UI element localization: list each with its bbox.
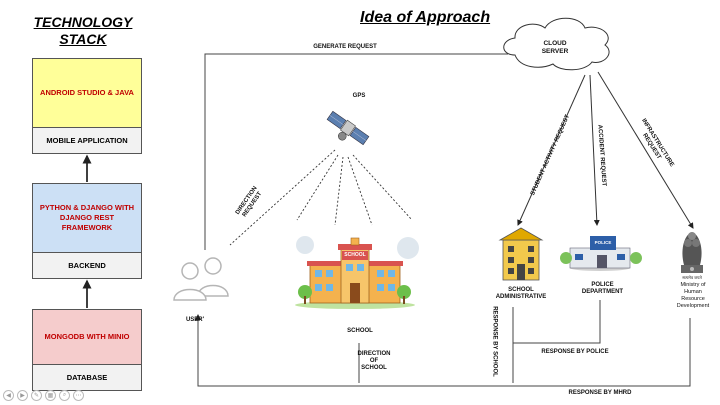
stack-title: TECHNOLOGY STACK bbox=[18, 14, 148, 48]
stack-title-line1: TECHNOLOGY bbox=[33, 14, 133, 30]
gps-label: GPS bbox=[352, 93, 366, 99]
zoom-icon[interactable]: ⌕ bbox=[59, 389, 70, 401]
more-options-icon[interactable]: ⋯ bbox=[73, 389, 84, 401]
direction-of-school-line2: OF bbox=[369, 358, 379, 364]
gps-signal-lines bbox=[229, 149, 413, 246]
police-dept-line2: DEPARTMENT bbox=[581, 289, 624, 295]
diagram-title: Idea of Approach bbox=[360, 9, 491, 26]
ministry-label: Ministry of Human Resource Development bbox=[668, 282, 718, 310]
mobile-stack-box: ANDROID STUDIO & JAVA MOBILE APPLICATION bbox=[32, 58, 142, 154]
next-slide-icon[interactable]: ▶ bbox=[17, 389, 28, 401]
school-admin-label: SCHOOL ADMINISTRATIVE bbox=[490, 287, 552, 301]
infrastructure-request-arrow bbox=[597, 71, 694, 229]
database-stack-layer: DATABASE bbox=[33, 364, 141, 390]
satellite-icon bbox=[326, 110, 370, 146]
cloud-icon bbox=[503, 17, 610, 71]
direction-of-school-line3: SCHOOL bbox=[361, 365, 387, 371]
school-admin-line2: ADMINISTRATIVE bbox=[495, 294, 547, 300]
direction-of-school-label: DIRECTION OF SCHOOL bbox=[354, 351, 394, 372]
mobile-stack-tech: ANDROID STUDIO & JAVA bbox=[33, 59, 141, 127]
school-admin-line1: SCHOOL bbox=[508, 287, 534, 293]
school-label: SCHOOL bbox=[347, 328, 373, 334]
police-dept-label: POLICE DEPARTMENT bbox=[575, 282, 630, 296]
generate-request-label: GENERATE REQUEST bbox=[313, 44, 377, 50]
school-sign-text: SCHOOL bbox=[344, 252, 366, 258]
ministry-line4: Development bbox=[676, 303, 710, 309]
school-building-icon bbox=[295, 236, 419, 309]
generate-request-line bbox=[204, 53, 508, 250]
cloud-server-label: CLOUD SERVER bbox=[530, 40, 580, 56]
ministry-line2: Human bbox=[684, 289, 702, 295]
backend-stack-layer: BACKEND bbox=[33, 252, 141, 278]
previous-slide-icon[interactable]: ◀ bbox=[3, 389, 14, 401]
cloud-label-line2: SERVER bbox=[541, 48, 569, 55]
presentation-controls: ◀ ▶ ✎ ▦ ⌕ ⋯ bbox=[0, 385, 123, 405]
emblem-motto: सत्यमेव जयते bbox=[682, 275, 702, 280]
ministry-line3: Resource bbox=[681, 296, 705, 302]
student-activity-request-arrow bbox=[517, 74, 586, 226]
response-by-police-label: RESPONSE BY POLICE bbox=[541, 349, 609, 355]
database-stack-tech: MONGODB WITH MINIO bbox=[33, 310, 141, 364]
accident-request-arrow bbox=[589, 74, 600, 226]
direction-of-school-line1: DIRECTION bbox=[357, 351, 391, 357]
stack-title-line2: STACK bbox=[59, 31, 107, 47]
police-sign-text: POLICE bbox=[594, 240, 612, 245]
cloud-label-line1: CLOUD bbox=[543, 40, 567, 47]
response-by-mhrd-line bbox=[195, 314, 691, 387]
national-emblem-icon bbox=[681, 232, 703, 273]
response-by-mhrd-label: RESPONSE BY MHRD bbox=[568, 390, 632, 396]
admin-building-icon bbox=[498, 227, 544, 281]
response-by-school-label: RESPONSE BY SCHOOL bbox=[491, 306, 498, 377]
users-icon bbox=[173, 257, 229, 301]
slides-icon[interactable]: ▦ bbox=[45, 389, 56, 401]
backend-stack-box: PYTHON & DJANGO WITH DJANGO REST FRAMEWO… bbox=[32, 183, 142, 279]
backend-stack-tech: PYTHON & DJANGO WITH DJANGO REST FRAMEWO… bbox=[33, 184, 141, 252]
police-dept-line1: POLICE bbox=[591, 282, 614, 288]
police-station-icon bbox=[560, 236, 642, 271]
mobile-stack-layer: MOBILE APPLICATION bbox=[33, 127, 141, 153]
ministry-line1: Ministry of bbox=[680, 282, 706, 288]
user-label: USER' bbox=[185, 317, 205, 323]
pen-icon[interactable]: ✎ bbox=[31, 389, 42, 401]
database-stack-box: MONGODB WITH MINIO DATABASE bbox=[32, 309, 142, 391]
response-by-police-line bbox=[513, 300, 601, 344]
